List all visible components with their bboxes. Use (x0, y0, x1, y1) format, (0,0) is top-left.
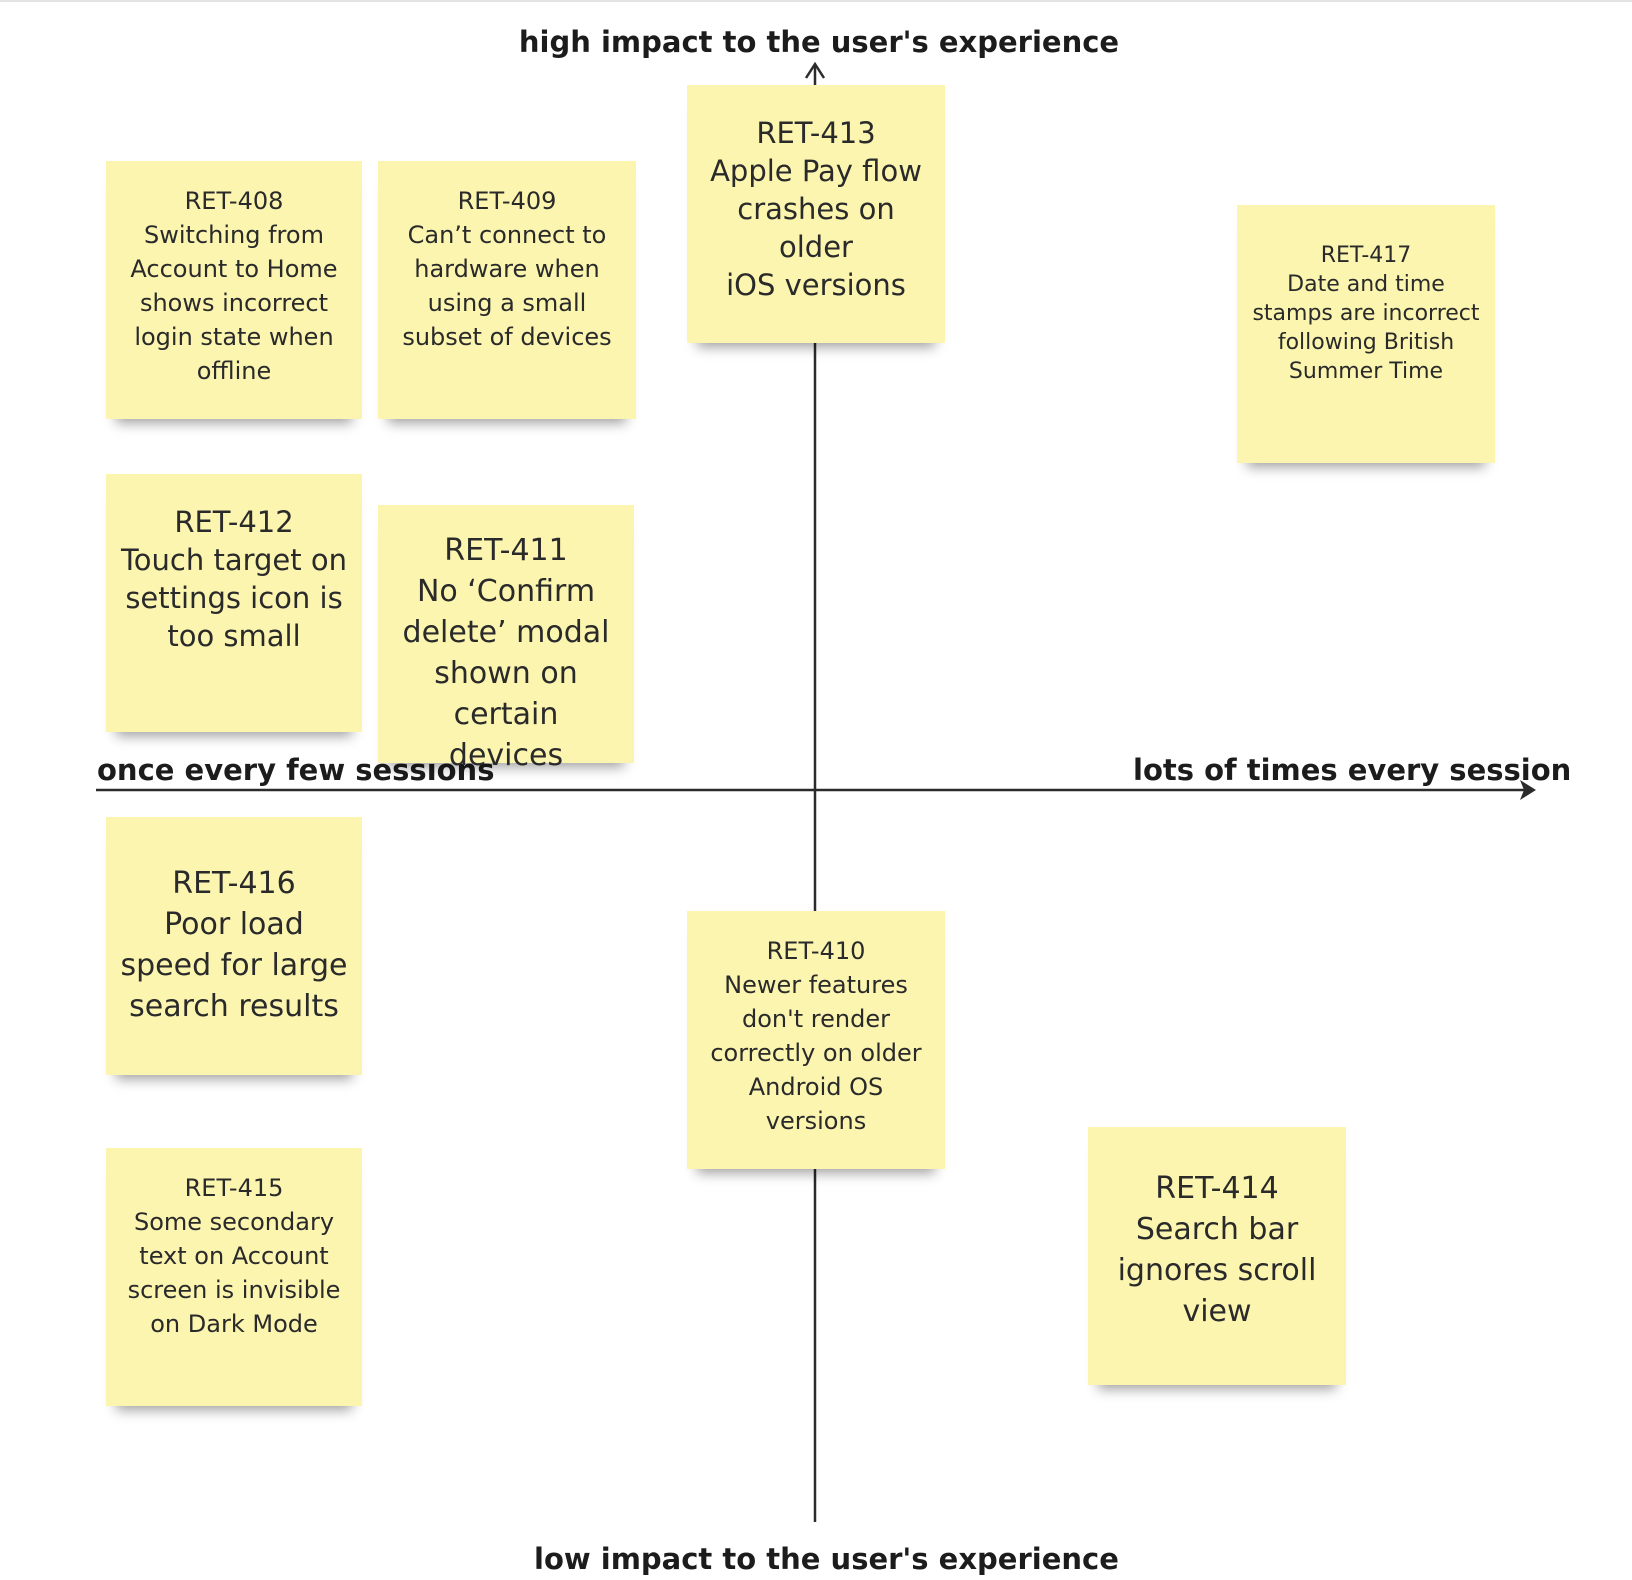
sticky-note-text: RET-417 Date and time stamps are incorre… (1252, 243, 1480, 384)
sticky-note-text: RET-410 Newer features don't render corr… (710, 937, 922, 1135)
axis-label-lots-of-times-every-session: lots of times every session (1133, 753, 1572, 787)
sticky-note-text: RET-415 Some secondary text on Account s… (127, 1174, 341, 1338)
sticky-note-ret-415[interactable]: RET-415 Some secondary text on Account s… (106, 1148, 362, 1406)
sticky-note-text: RET-416 Poor load speed for large search… (120, 866, 348, 1024)
sticky-note-text: RET-411 No ‘Confirm delete’ modal shown … (402, 533, 610, 773)
sticky-note-ret-409[interactable]: RET-409 Can’t connect to hardware when u… (378, 161, 636, 419)
sticky-note-text: RET-414 Search bar ignores scroll view (1117, 1171, 1317, 1329)
top-border (0, 0, 1632, 2)
sticky-note-text: RET-409 Can’t connect to hardware when u… (402, 187, 612, 351)
horizontal-axis-arrowhead (1520, 780, 1536, 800)
sticky-note-ret-417[interactable]: RET-417 Date and time stamps are incorre… (1237, 205, 1495, 463)
sticky-note-ret-413[interactable]: RET-413 Apple Pay flow crashes on older … (687, 85, 945, 343)
vertical-axis-arrowhead (804, 61, 826, 79)
sticky-note-ret-412[interactable]: RET-412 Touch target on settings icon is… (106, 474, 362, 732)
sticky-note-text: RET-413 Apple Pay flow crashes on older … (710, 116, 922, 302)
sticky-note-ret-416[interactable]: RET-416 Poor load speed for large search… (106, 817, 362, 1075)
sticky-note-ret-410[interactable]: RET-410 Newer features don't render corr… (687, 911, 945, 1169)
sticky-note-ret-414[interactable]: RET-414 Search bar ignores scroll view (1088, 1127, 1346, 1385)
axis-label-high-impact: high impact to the user's experience (518, 25, 1120, 59)
sticky-note-ret-411[interactable]: RET-411 No ‘Confirm delete’ modal shown … (378, 505, 634, 773)
sticky-note-text: RET-412 Touch target on settings icon is… (121, 505, 347, 653)
sticky-note-ret-408[interactable]: RET-408 Switching from Account to Home s… (106, 161, 362, 419)
sticky-note-text: RET-408 Switching from Account to Home s… (130, 187, 338, 385)
axis-label-low-impact: low impact to the user's experience (534, 1542, 1119, 1576)
